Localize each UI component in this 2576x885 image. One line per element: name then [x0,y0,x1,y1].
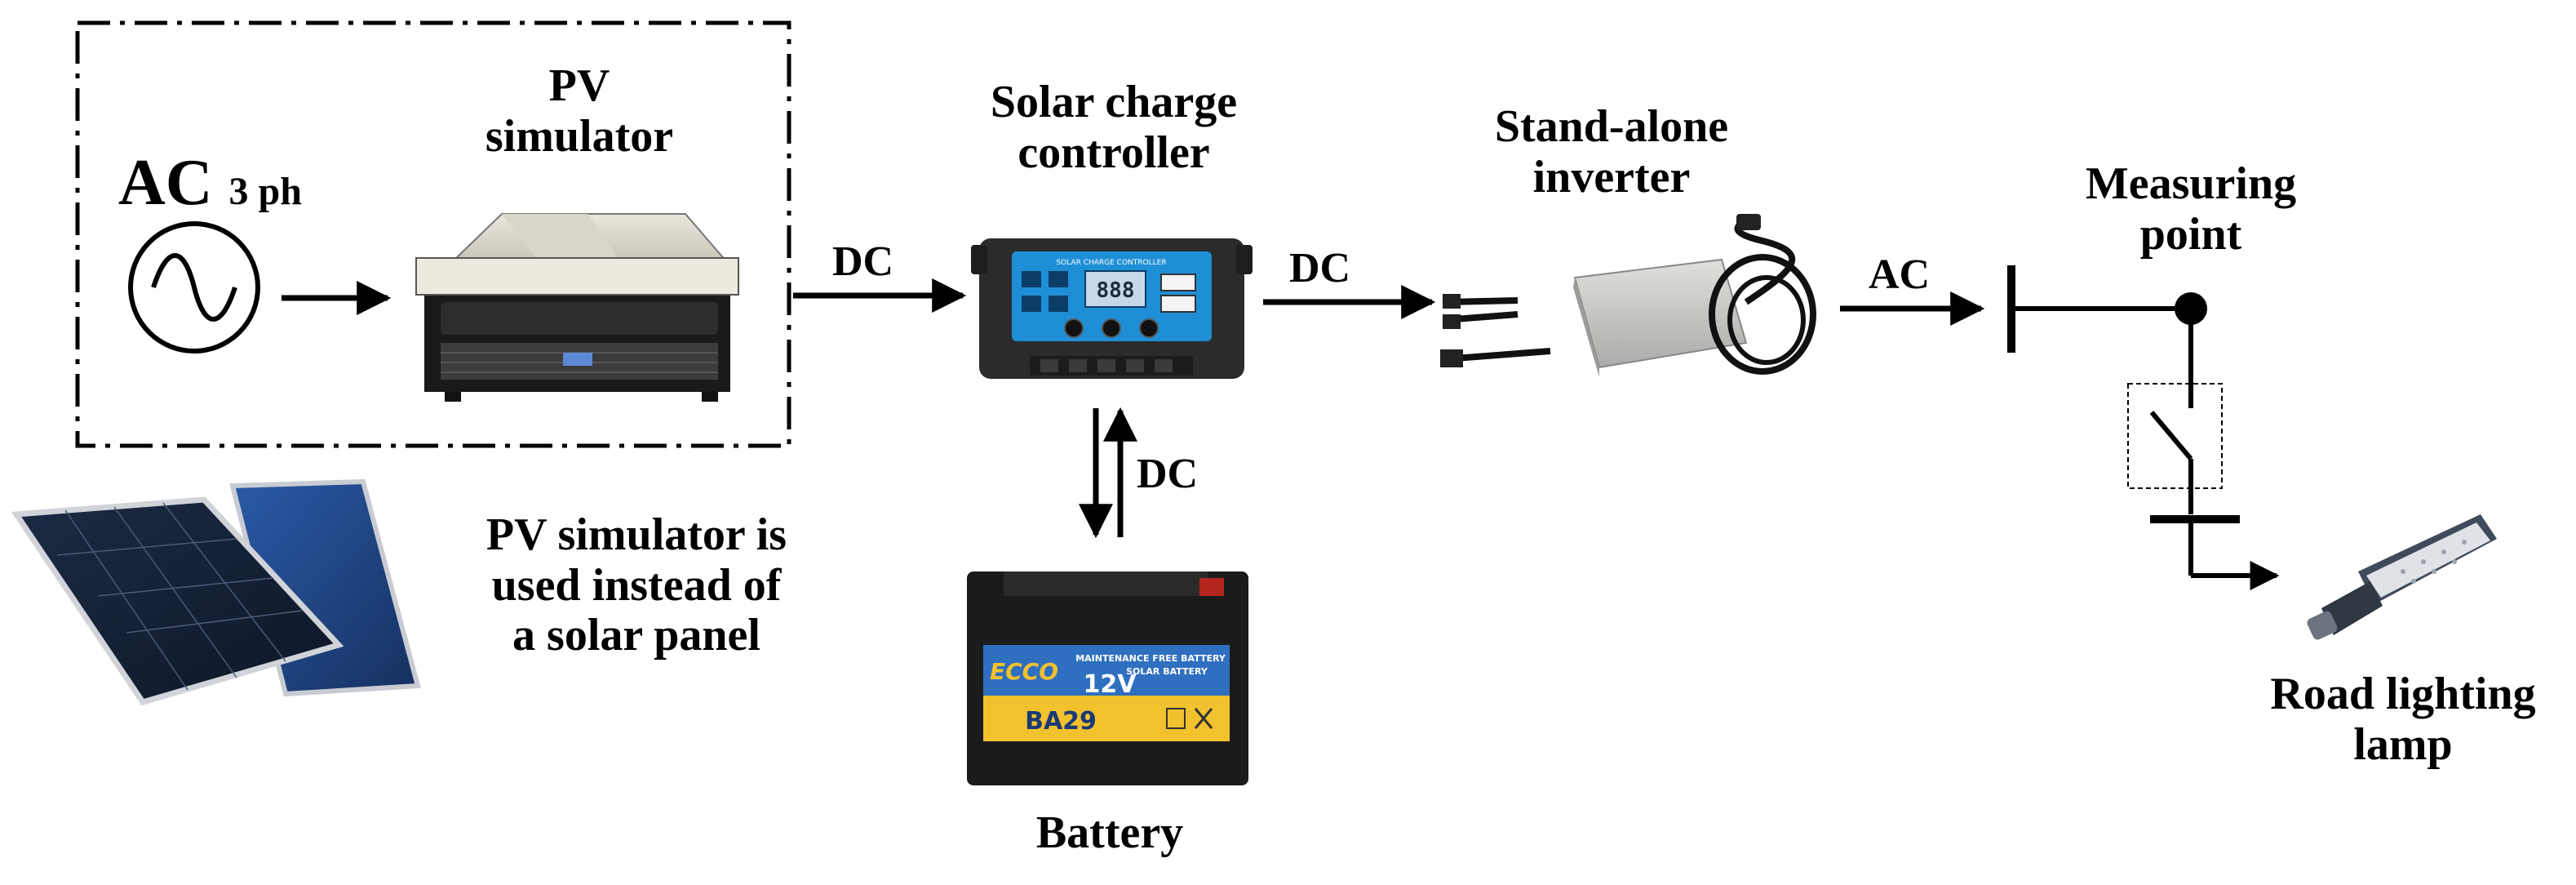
battery-device: ECCO MAINTENANCE FREE BATTERY SOLAR BATT… [967,571,1248,785]
battery-line2: SOLAR BATTERY [1126,666,1208,677]
switch-blade [2149,411,2193,460]
pv-simulator-device [415,213,739,402]
controller-display-text: 888 [1097,278,1135,303]
battery-voltage: 12V [1084,670,1137,699]
switch-box [2127,383,2223,489]
ac-label-inverter-bus: AC [1869,251,1931,298]
dc-label-simulator-controller: DC [832,238,894,285]
battery-model: BA29 [1025,707,1097,736]
inverter-device [1440,214,1816,377]
battery-brand: ECCO [990,658,1058,685]
battery-line1: MAINTENANCE FREE BATTERY [1075,653,1226,664]
measuring-circuit [2007,265,2280,590]
dc-label-controller-inverter: DC [1289,245,1351,291]
solar-panels-image [11,478,421,706]
ac-phase-label: 3 ph [228,170,302,213]
dc-label-controller-battery: DC [1137,451,1199,497]
ac-source-symbol [128,221,260,354]
road-lamp-image [2307,514,2497,640]
charge-controller-device: SOLAR CHARGE CONTROLLER 888 [971,238,1253,379]
controller-panel-text: SOLAR CHARGE CONTROLLER [1056,259,1166,267]
pv-simulator-boundary [75,20,791,448]
battery-label: Battery [1035,807,1184,858]
